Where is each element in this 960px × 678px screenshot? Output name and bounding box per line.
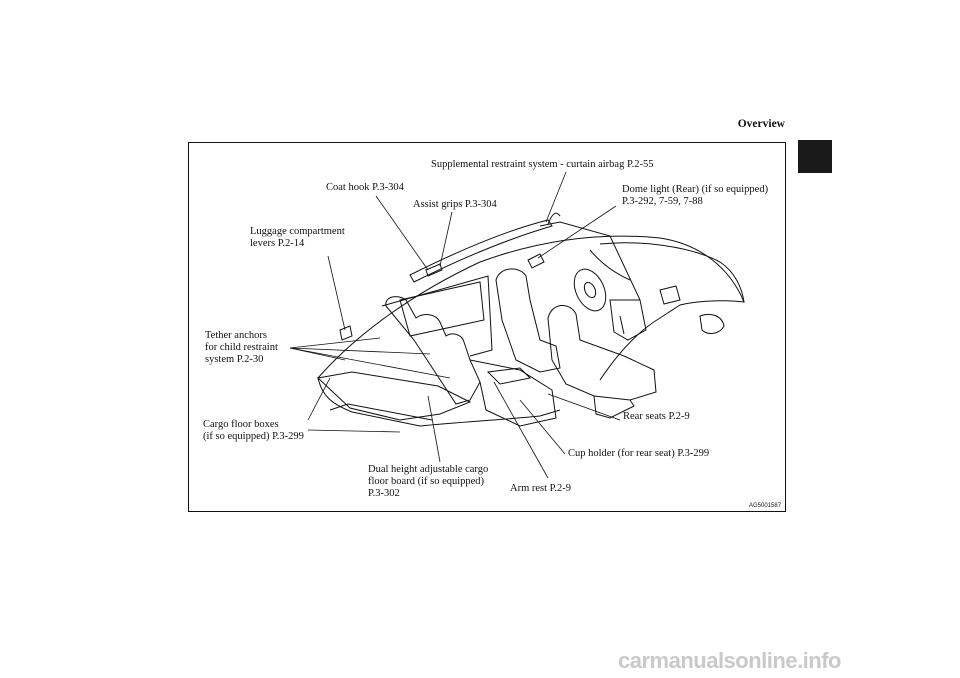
figure-frame <box>188 142 786 512</box>
label-curtain-airbag: Supplemental restraint system - curtain … <box>431 159 654 170</box>
label-dome-light-line1: Dome light (Rear) (if so equipped) <box>622 184 769 195</box>
label-dome-light-line2: P.3-292, 7-59, 7-88 <box>622 196 703 207</box>
label-luggage-line1: Luggage compartment <box>250 226 345 237</box>
label-dual-height-line3: P.3-302 <box>368 488 400 499</box>
watermark: carmanualsonline.info <box>618 648 842 673</box>
page-title: Overview <box>737 118 785 130</box>
label-cup-holder: Cup holder (for rear seat) P.3-299 <box>568 448 710 459</box>
label-tether-line3: system P.2-30 <box>205 354 264 365</box>
section-tab <box>798 140 832 173</box>
label-luggage-line2: levers P.2-14 <box>250 238 305 249</box>
label-cargo-boxes-line2: (if so equipped) P.3-299 <box>203 431 304 442</box>
label-tether-line1: Tether anchors <box>205 330 267 341</box>
label-dual-height-line2: floor board (if so equipped) <box>368 476 485 487</box>
label-arm-rest: Arm rest P.2-9 <box>510 483 571 494</box>
label-cargo-boxes-line1: Cargo floor boxes <box>203 419 279 430</box>
label-dual-height-line1: Dual height adjustable cargo <box>368 464 489 475</box>
label-rear-seats: Rear seats P.2-9 <box>623 411 690 422</box>
figure-ref-code: AG5001587 <box>749 503 782 509</box>
label-assist-grips: Assist grips P.3-304 <box>413 199 497 210</box>
label-coat-hook: Coat hook P.3-304 <box>326 182 404 193</box>
label-tether-line2: for child restraint <box>205 342 278 353</box>
